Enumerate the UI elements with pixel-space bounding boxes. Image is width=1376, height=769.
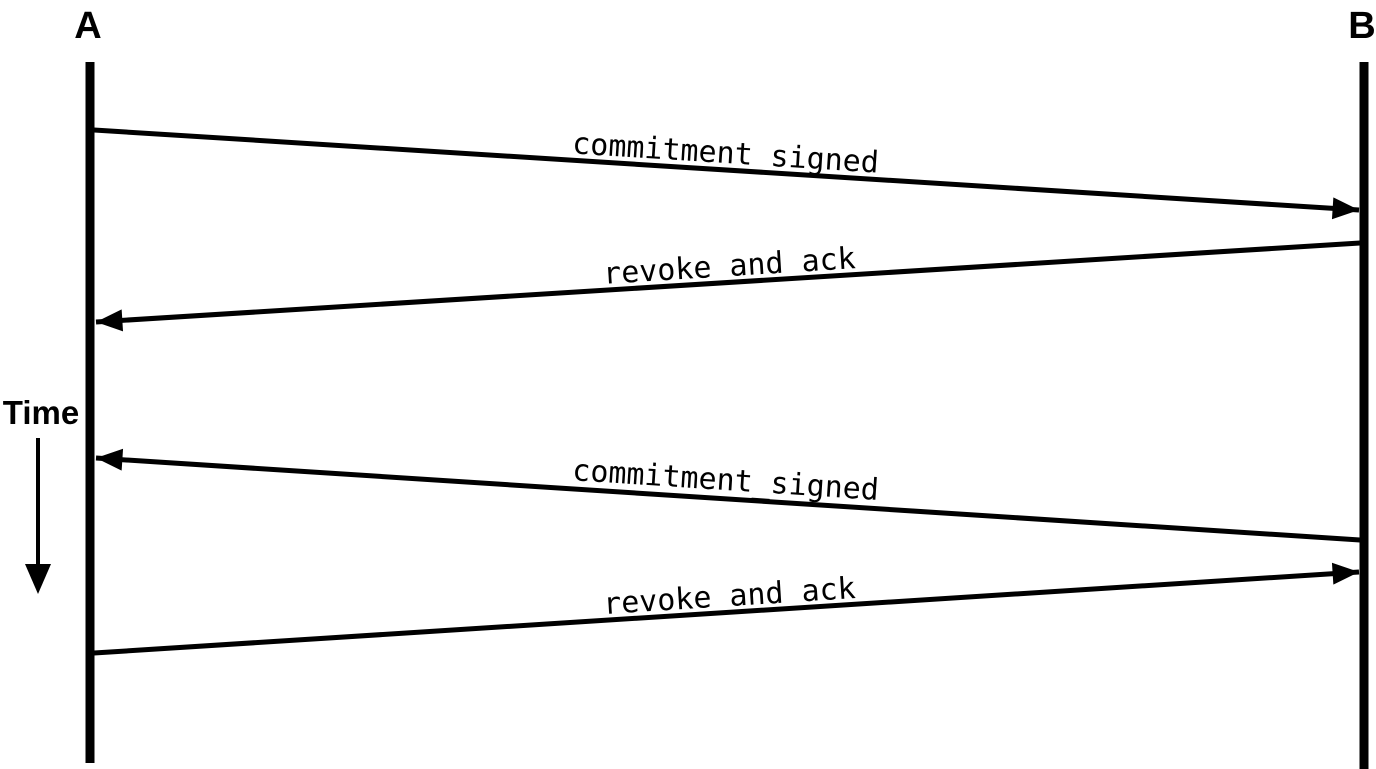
message-label-commitment-signed-1: commitment_signed [571,126,880,180]
message-arrow-commitment-signed-2 [95,448,1361,543]
time-axis-label: Time [3,394,79,431]
actor-b-label: B [1348,5,1375,47]
time-down-arrow-icon [25,438,51,594]
message-arrow-revoke-and-ack-1 [95,240,1361,332]
actor-a-label: A [74,5,101,47]
message-arrow-revoke-and-ack-2 [93,562,1360,656]
message-arrow-commitment-signed-1 [93,127,1360,220]
